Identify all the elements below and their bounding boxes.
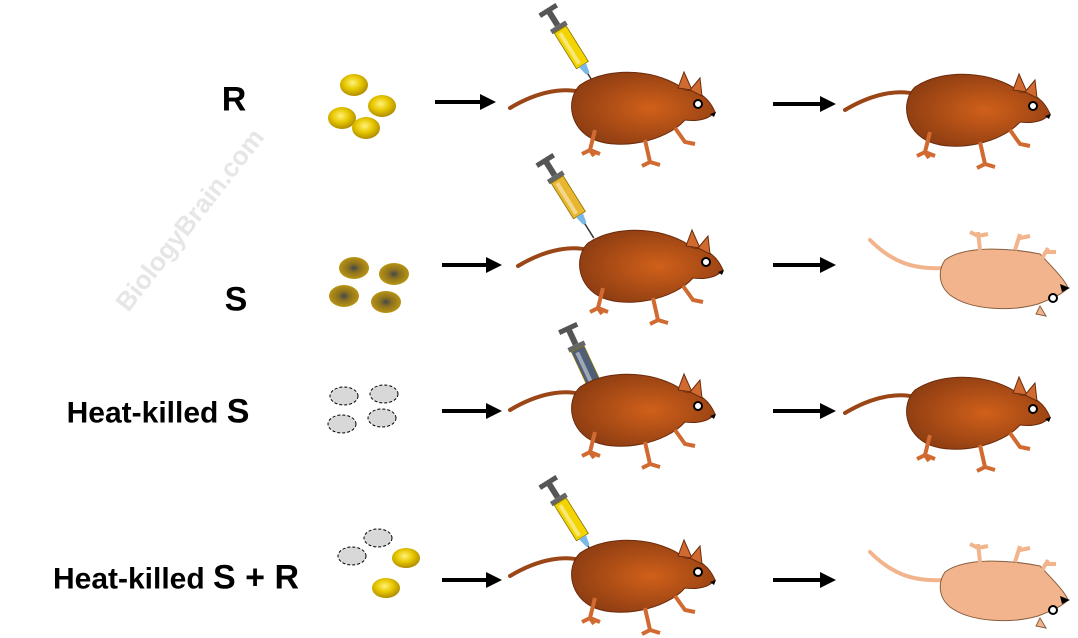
s-bacteria-cells	[329, 257, 409, 313]
mouse-dead	[868, 230, 1072, 318]
mouse-alive	[843, 72, 1053, 170]
mouse-dead	[868, 542, 1072, 630]
mouse-alive	[843, 375, 1053, 473]
heat-killed-s-plus-r-cells	[337, 528, 420, 598]
syringe-icon	[534, 152, 603, 245]
row-label-heat-killed-s-plus-r: Heat-killed S + R	[52, 558, 300, 597]
row-label-r: R	[221, 80, 247, 119]
mouse-injected	[508, 70, 718, 168]
r-bacteria-cells	[328, 74, 396, 139]
mouse-injected	[508, 372, 718, 470]
mouse-injected	[516, 228, 726, 326]
heat-killed-s-cells	[327, 384, 399, 434]
row-label-heat-killed-s: Heat-killed S	[66, 392, 250, 431]
row-label-s: S	[224, 280, 248, 319]
mouse-injected	[508, 538, 718, 636]
